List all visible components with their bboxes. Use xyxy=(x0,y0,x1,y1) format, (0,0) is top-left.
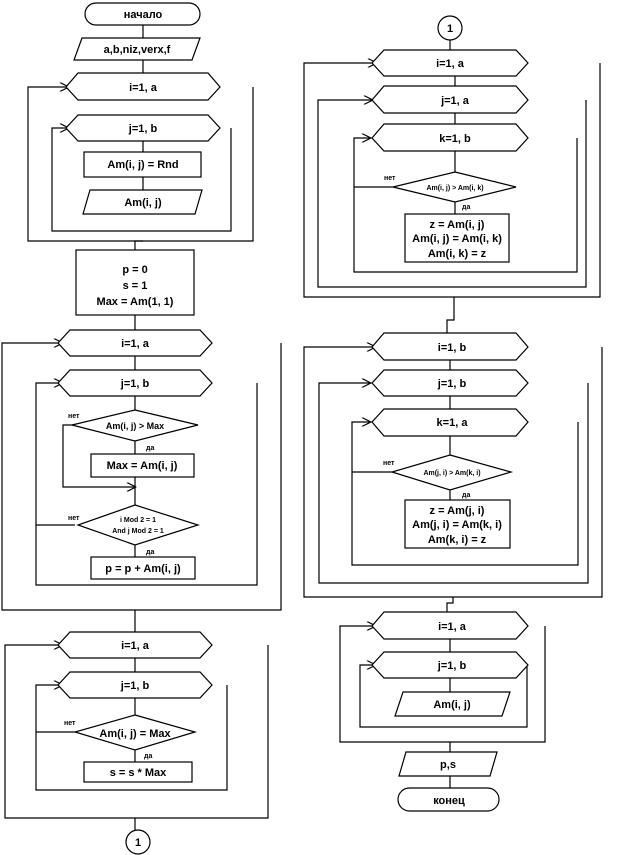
decision-sort-2-label: Am(j, i) > Am(k, i) xyxy=(423,470,480,477)
swap1-a: z = Am(i, j) xyxy=(430,219,485,231)
process-swap-1 xyxy=(404,213,510,263)
loop-i4-label: i=1, a xyxy=(436,58,465,70)
branch-no-label: нет xyxy=(68,413,80,420)
decision-equal-label: Am(i, j) = Max xyxy=(99,728,171,740)
left-column: начало a,b,niz,verx,f i=1, a j=1, b Am(i… xyxy=(1,2,282,855)
loop-j1-label: j=1, b xyxy=(128,123,158,135)
init-p-label: p = 0 xyxy=(122,264,147,276)
loop-hexagon-j1 xyxy=(65,114,221,142)
end-terminal xyxy=(397,787,500,812)
connector-right-label: 1 xyxy=(447,23,453,35)
branch-no-label: нет xyxy=(64,720,76,727)
output-am1 xyxy=(82,189,203,215)
process-product xyxy=(83,761,193,783)
branch-yes-label: да xyxy=(144,753,152,760)
loop-hexagon-j6 xyxy=(371,651,529,679)
init-max-label: Max = Am(1, 1) xyxy=(97,296,174,308)
connector-left-label: 1 xyxy=(135,837,141,849)
loop-k5-label: k=1, a xyxy=(437,417,469,429)
loop-j4-label: j=1, a xyxy=(440,95,470,107)
init-s-label: s = 1 xyxy=(123,280,148,292)
decision-max-label: Am(i, j) > Max xyxy=(106,421,164,431)
output-am2 xyxy=(394,691,511,717)
branch-no-label: нет xyxy=(384,175,396,182)
decision-mod-label-2: And j Mod 2 = 1 xyxy=(112,528,164,535)
loop-i6-label: i=1, a xyxy=(438,621,467,633)
loop-i3-label: i=1, a xyxy=(121,640,150,652)
decision-mod xyxy=(76,504,200,546)
output-am2-label: Am(i, j) xyxy=(433,699,471,711)
branch-no-label: нет xyxy=(68,515,80,522)
loop-hexagon-i4 xyxy=(371,49,529,77)
branch-yes-label: да xyxy=(462,204,470,211)
right-column: 1 i=1, a j=1, a k=1, b Am(i, j) > Am(i, … xyxy=(303,15,603,812)
loop-j3-label: j=1, b xyxy=(120,680,150,692)
branch-yes-label: да xyxy=(462,492,470,499)
loop-hexagon-j2 xyxy=(57,369,213,397)
branch-no-label: нет xyxy=(383,460,395,467)
loop-hexagon-i2 xyxy=(57,329,213,357)
connector-left xyxy=(125,829,151,855)
swap2-a: z = Am(j, i) xyxy=(430,505,485,517)
start-label: начало xyxy=(124,9,163,21)
process-rnd xyxy=(83,151,202,178)
loop-hexagon-i6 xyxy=(371,611,529,640)
loop-hexagon-k5 xyxy=(371,408,529,437)
loop-i1-label: i=1, a xyxy=(129,82,158,94)
decision-equal xyxy=(72,714,198,751)
loop-j2-label: j=1, b xyxy=(120,378,150,390)
decision-sort-1 xyxy=(392,171,517,203)
loop-hexagon-j3 xyxy=(57,671,213,699)
process-assign-max xyxy=(90,453,195,478)
decision-mod-label-1: i Mod 2 = 1 xyxy=(120,517,156,524)
swap1-c: Am(i, k) = z xyxy=(428,248,487,260)
loop-i5-label: i=1, b xyxy=(438,342,467,354)
loop-hexagon-j5 xyxy=(371,369,529,397)
process-rnd-label: Am(i, j) = Rnd xyxy=(107,159,178,171)
process-swap-2 xyxy=(404,499,511,549)
process-assign-max-label: Max = Am(i, j) xyxy=(107,460,178,472)
decision-max xyxy=(71,409,199,442)
loop-hexagon-j4 xyxy=(371,85,529,114)
end-label: конец xyxy=(433,795,465,807)
loop-hexagon-k4 xyxy=(371,123,529,152)
decision-sort-2 xyxy=(389,454,514,491)
loop-hexagon-i1 xyxy=(65,72,221,101)
loop-k4-label: k=1, b xyxy=(439,133,471,145)
output-ps-label: p,s xyxy=(440,759,456,771)
output-am1-label: Am(i, j) xyxy=(124,197,162,209)
loop-i2-label: i=1, a xyxy=(121,338,150,350)
branch-yes-label: да xyxy=(146,445,154,452)
input-label: a,b,niz,verx,f xyxy=(104,44,171,56)
output-ps xyxy=(398,751,498,777)
loop-hexagon-i3 xyxy=(57,631,213,659)
start-terminal xyxy=(84,2,201,26)
swap2-c: Am(k, i) = z xyxy=(428,534,487,546)
loop-j5-label: j=1, b xyxy=(437,378,467,390)
loop-j6-label: j=1, b xyxy=(437,660,467,672)
process-sum xyxy=(90,556,196,580)
input-parallelogram xyxy=(73,37,201,61)
swap2-b: Am(j, i) = Am(k, i) xyxy=(412,519,502,531)
branch-yes-label: да xyxy=(146,549,154,556)
decision-sort-1-label: Am(i, j) > Am(i, k) xyxy=(426,185,483,192)
process-sum-label: p = p + Am(i, j) xyxy=(105,563,181,575)
loop-hexagon-i5 xyxy=(371,332,529,361)
swap1-b: Am(i, j) = Am(i, k) xyxy=(412,233,502,245)
process-product-label: s = s * Max xyxy=(110,767,167,779)
